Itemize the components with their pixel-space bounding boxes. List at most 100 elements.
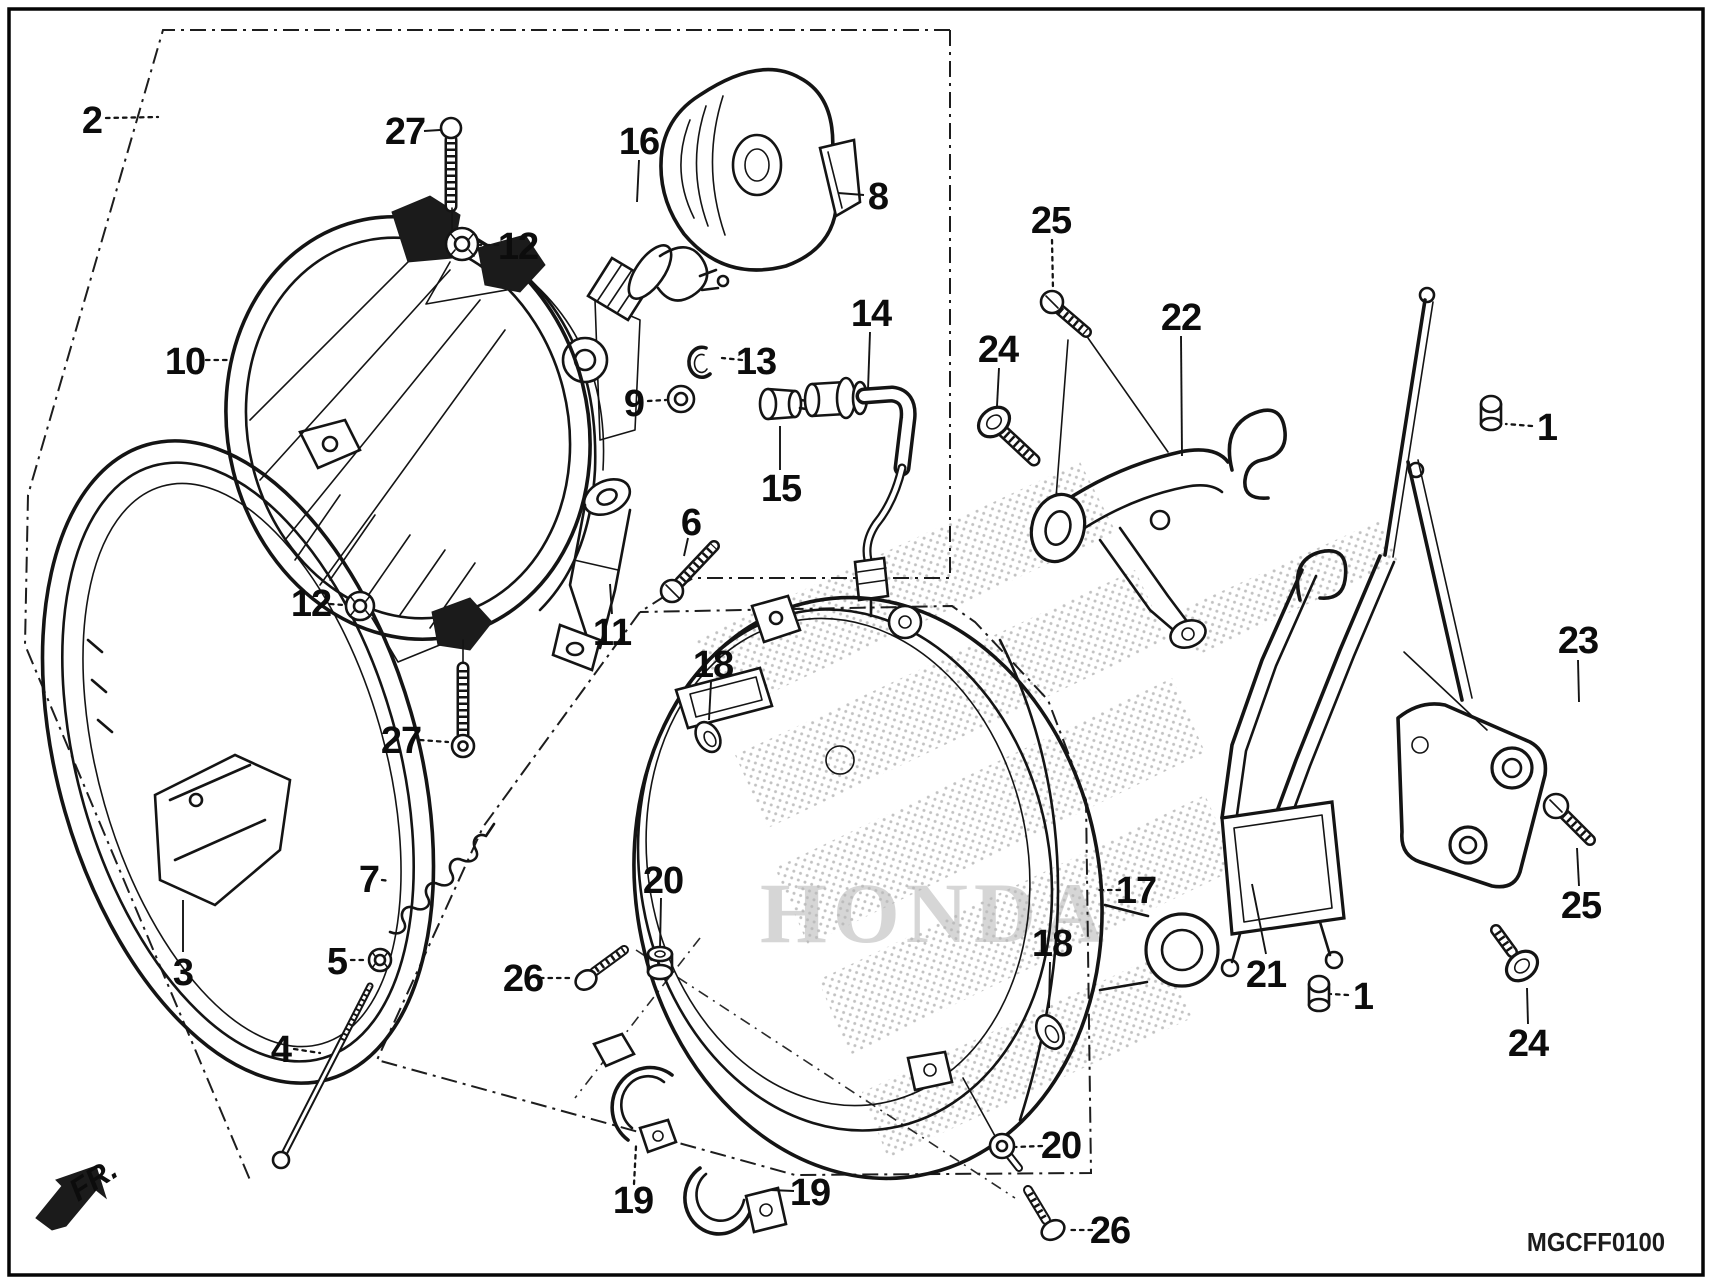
leader-line-19 [769, 1189, 795, 1192]
part-callout-15: 15 [761, 468, 802, 510]
part-callout-19: 19 [613, 1180, 653, 1222]
leader-line-12 [328, 602, 346, 607]
panel-boundary-left [23, 29, 950, 1181]
leader-line-25 [1576, 847, 1580, 887]
part-callout-20: 20 [1041, 1125, 1081, 1167]
leader-line-18 [1048, 961, 1051, 1009]
leader-line-27 [418, 738, 450, 744]
part-callout-17: 17 [1116, 870, 1156, 912]
screw-26-bottom-drawing [1023, 1185, 1066, 1242]
clamp-19-left-drawing [592, 1032, 678, 1154]
leader-line-27 [423, 129, 441, 132]
socket-cord-14-drawing [803, 376, 917, 618]
leader-line-8 [837, 192, 865, 196]
screw-6-drawing [659, 540, 720, 604]
part-callout-7: 7 [359, 859, 379, 901]
fr-direction-indicator: FR. [35, 1151, 124, 1231]
screw-27-top-drawing [439, 116, 463, 235]
leader-line-1 [1504, 422, 1534, 428]
part-callout-10: 10 [165, 341, 205, 383]
spring-7-drawing [388, 822, 496, 935]
leader-line-1 [1329, 992, 1350, 997]
nut-12-left-drawing [344, 590, 376, 622]
grommet-18-left-drawing [694, 720, 722, 754]
leader-line-4 [292, 1047, 322, 1055]
part-callout-18: 18 [693, 644, 733, 686]
grommet-18-right-drawing [1034, 1013, 1066, 1051]
screw-25-right-drawing [1542, 792, 1596, 846]
cap-1-bottom-drawing [1307, 974, 1331, 1013]
clip-13-drawing [687, 345, 712, 380]
screw-24-bottom-drawing [1490, 924, 1540, 983]
leader-line-9 [646, 398, 668, 403]
leader-line-7 [380, 878, 392, 883]
bolt-20-bottom-drawing [988, 1132, 1023, 1172]
leader-line-20 [1014, 1144, 1044, 1149]
bracket-23-drawing [1396, 459, 1548, 889]
part-callout-20: 20 [643, 860, 683, 902]
bulb-drawing [586, 244, 730, 322]
leader-line-14 [867, 331, 871, 391]
washer-9-drawing [666, 384, 696, 414]
part-callout-6: 6 [681, 502, 701, 544]
leader-line-19 [632, 1144, 638, 1186]
panel-boundary-case [375, 604, 1093, 1177]
part-callout-2: 2 [82, 100, 102, 142]
part-callout-13: 13 [736, 341, 776, 383]
halftone-shading [695, 462, 1398, 1158]
part-callout-27: 27 [381, 720, 421, 762]
bracket-22-drawing [1029, 408, 1287, 649]
part-callout-4: 4 [271, 1029, 292, 1071]
leader-line-16 [636, 159, 640, 203]
page-border [7, 7, 1705, 1277]
leader-line-25 [1050, 238, 1055, 292]
part-callout-14: 14 [851, 293, 892, 335]
bushing-20-left-drawing [646, 945, 674, 981]
leader-line-20 [659, 897, 662, 949]
headlight-case-drawing [632, 594, 1220, 1181]
screw-27-bottom-drawing [450, 639, 476, 759]
rod-4-drawing [271, 982, 374, 1170]
part-callout-3: 3 [173, 952, 193, 994]
nut-5-drawing [367, 947, 393, 973]
part-callout-27: 27 [385, 111, 425, 153]
part-callout-24: 24 [1508, 1023, 1549, 1065]
leader-line-13 [720, 356, 744, 362]
part-callout-1: 1 [1537, 407, 1558, 449]
part-callout-12: 12 [498, 226, 538, 268]
cap-1-top-drawing [1479, 394, 1503, 432]
leader-line-24 [1526, 987, 1529, 1025]
part-callout-23: 23 [1558, 620, 1598, 662]
headlight-unit-drawing [224, 195, 641, 651]
part-callout-26: 26 [1090, 1210, 1130, 1252]
dust-cover-drawing [659, 67, 862, 272]
part-callout-5: 5 [327, 941, 348, 983]
leader-line-2 [104, 115, 160, 120]
part-callout-26: 26 [503, 958, 543, 1000]
clamp-19-right-drawing [683, 1166, 788, 1236]
part-callout-25: 25 [1031, 200, 1072, 242]
part-callout-25: 25 [1561, 885, 1602, 927]
headlight-rim-drawing [40, 418, 436, 1085]
leader-line-18 [708, 681, 712, 721]
headlight-stay-drawing [1220, 286, 1436, 978]
alignment-lines [371, 261, 1488, 1199]
panel-boundaries [23, 29, 1093, 1181]
part-callout-19: 19 [790, 1172, 830, 1214]
part-callout-18: 18 [1032, 923, 1072, 965]
leader-line-11 [609, 583, 613, 615]
diagram-code: MGCFF0100 [1527, 1228, 1665, 1257]
part-callout-12: 12 [291, 583, 331, 625]
leader-line-21 [1251, 883, 1267, 955]
part-callout-1: 1 [1353, 976, 1374, 1018]
leader-line-6 [683, 537, 689, 557]
leader-line-24 [996, 367, 1000, 407]
part-callout-16: 16 [619, 121, 659, 163]
part-callout-24: 24 [978, 329, 1019, 371]
part-callout-9: 9 [624, 383, 644, 425]
screw-25-top-drawing [1039, 289, 1092, 338]
part-callout-22: 22 [1161, 297, 1201, 339]
part-callout-8: 8 [868, 176, 888, 218]
